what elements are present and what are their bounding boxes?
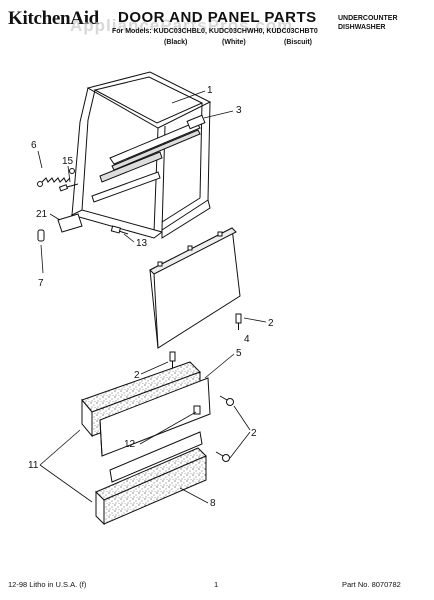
callout-11: 11	[28, 460, 39, 471]
callout-8: 8	[210, 498, 216, 509]
brand-logo: KitchenAid	[8, 8, 99, 29]
screw-2-right	[215, 395, 234, 462]
unit-type: UNDERCOUNTER DISHWASHER	[338, 14, 398, 32]
model-list: For Models: KUDC03CHBL0, KUDC03CHWH0, KU…	[112, 28, 318, 35]
unit-line-2: DISHWASHER	[338, 24, 386, 31]
color-biscuit: (Biscuit)	[284, 39, 312, 46]
callout-2c: 2	[251, 428, 257, 439]
page-number: 1	[214, 580, 219, 589]
callout-12: 12	[124, 439, 136, 450]
callout-2b: 2	[134, 370, 140, 381]
leader-lines	[37, 90, 267, 504]
screw-15	[58, 183, 79, 192]
spring-part	[37, 168, 75, 187]
callout-21: 21	[36, 209, 48, 220]
callout-1: 1	[207, 85, 213, 96]
unit-line-1: UNDERCOUNTER	[338, 15, 398, 22]
callout-15: 15	[62, 156, 74, 167]
screw-13	[110, 225, 129, 235]
screw-2-panel	[169, 313, 242, 368]
callout-4: 4	[244, 334, 250, 345]
door-panel	[149, 227, 241, 349]
callout-2a: 2	[268, 318, 274, 329]
bracket-21	[57, 213, 83, 233]
watermark: AppliancePartsPros.com	[70, 16, 294, 35]
clip-7	[37, 229, 45, 242]
callout-13: 13	[136, 238, 148, 249]
callout-5: 5	[236, 348, 242, 359]
part-number: Part No. 8070782	[342, 580, 401, 589]
lower-panel	[95, 431, 207, 526]
page-title: DOOR AND PANEL PARTS	[118, 9, 317, 26]
litho-note: 12-98 Litho in U.S.A. (f)	[8, 580, 87, 589]
door-frame	[70, 71, 212, 239]
callout-6: 6	[31, 140, 37, 151]
color-black: (Black)	[164, 39, 188, 46]
hinge-assembly	[91, 114, 206, 203]
callout-3: 3	[236, 105, 242, 116]
callout-7: 7	[38, 278, 44, 289]
color-white: (White)	[222, 39, 246, 46]
callout-labels: 1 3 6 15 21 13 7 2 4 5 2 12 11 2 8	[28, 85, 274, 509]
upper-panel	[81, 361, 211, 457]
